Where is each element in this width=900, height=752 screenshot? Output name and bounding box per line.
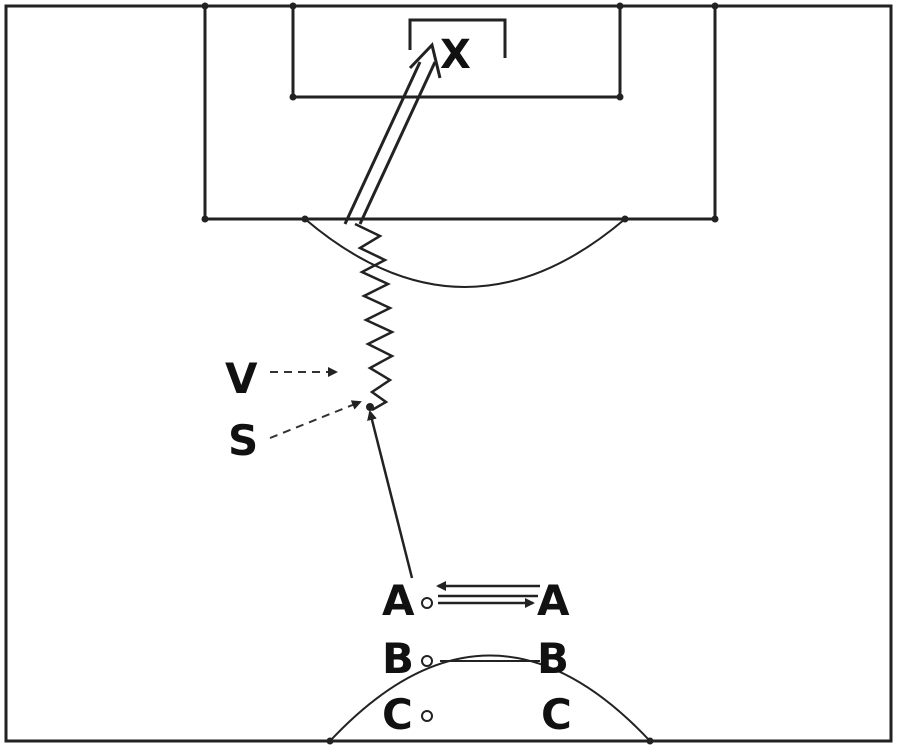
penalty-arc xyxy=(304,218,626,288)
run-arrow xyxy=(367,410,414,579)
player-left-a: A xyxy=(382,576,415,625)
goal-area xyxy=(291,4,622,99)
ball-markers xyxy=(421,597,433,722)
goal-frame xyxy=(408,18,507,58)
dribble-path xyxy=(354,222,395,412)
player-left-b: B xyxy=(382,634,414,683)
pitch-lines xyxy=(4,4,893,743)
centre-circle-arc xyxy=(329,654,651,742)
line-dots xyxy=(201,2,719,745)
player-right-b: B xyxy=(537,634,569,683)
label-v: V xyxy=(225,354,258,403)
shot-arrow xyxy=(343,41,442,225)
pass-arrows xyxy=(436,581,540,608)
player-left-c: C xyxy=(382,690,413,739)
player-right-c: C xyxy=(541,690,572,739)
label-s: S xyxy=(228,416,258,465)
dribble-start-dot xyxy=(366,403,374,411)
goal-marker-x: X xyxy=(440,32,471,78)
player-right-a: A xyxy=(537,576,570,625)
pitch-boundary xyxy=(4,4,893,743)
s-arrow xyxy=(269,400,362,439)
